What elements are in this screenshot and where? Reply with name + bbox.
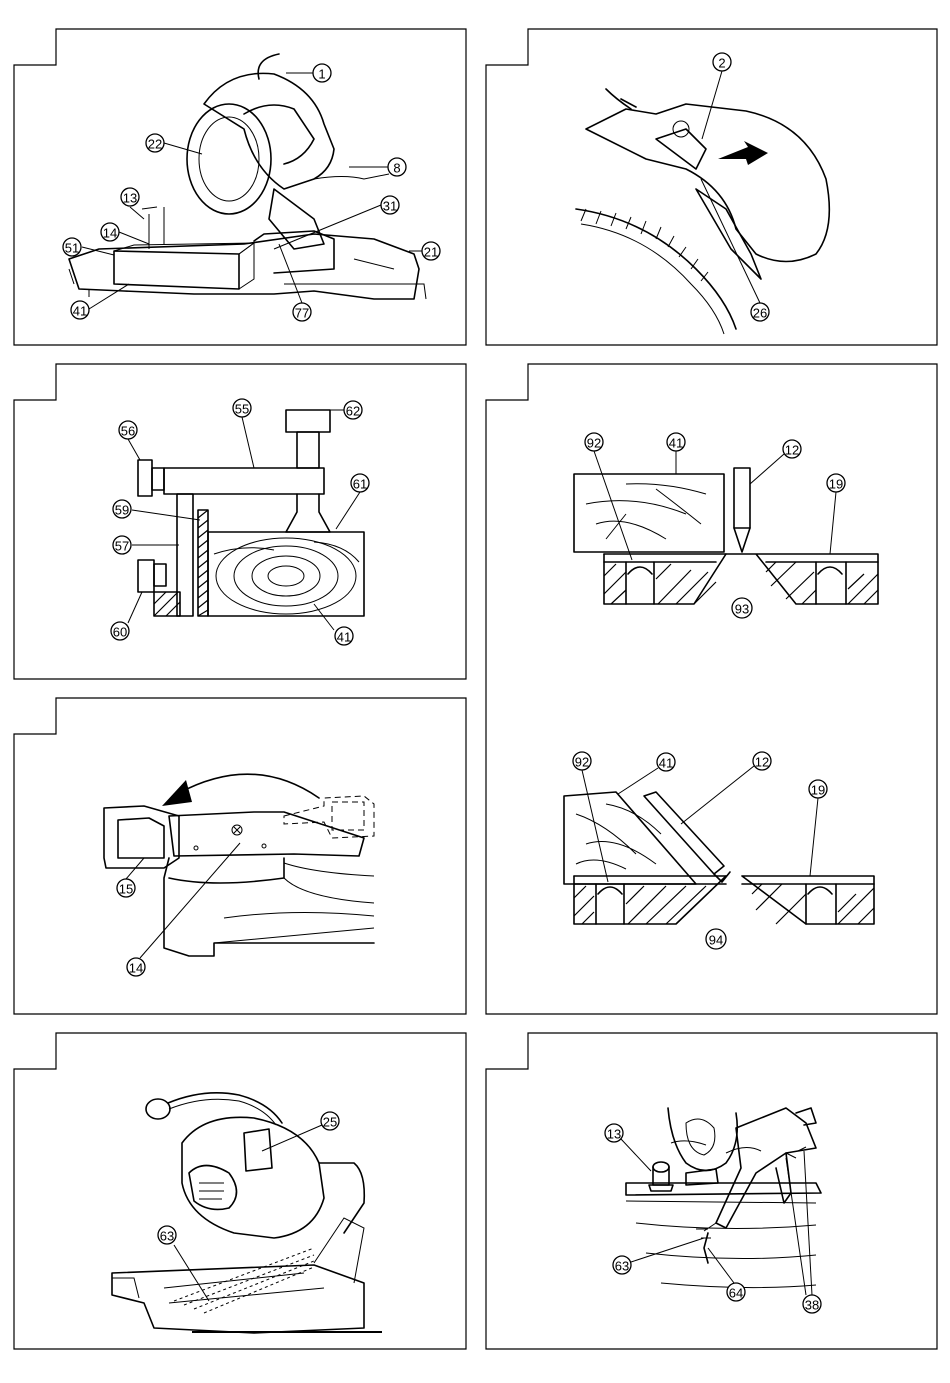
svg-text:2: 2 (718, 56, 725, 71)
svg-text:55: 55 (235, 402, 249, 417)
svg-text:13: 13 (123, 191, 137, 206)
svg-text:26: 26 (753, 306, 767, 321)
callout-77: 77 (279, 244, 311, 321)
svg-text:60: 60 (113, 625, 127, 640)
callout-19-a: 19 (827, 474, 845, 554)
callout-19-b: 19 (809, 780, 827, 876)
figure-6-drawing: 25 63 (14, 1033, 466, 1349)
callout-92-a: 92 (585, 433, 632, 560)
callout-61: 61 (336, 474, 369, 529)
callout-62: 62 (330, 401, 362, 419)
svg-text:92: 92 (575, 755, 589, 770)
svg-text:19: 19 (829, 477, 843, 492)
svg-text:59: 59 (115, 503, 129, 518)
svg-text:63: 63 (615, 1259, 629, 1274)
figure-1-drawing: 1 22 8 13 31 14 51 (14, 29, 466, 345)
svg-text:51: 51 (65, 241, 79, 256)
callout-63: 63 (613, 1238, 704, 1274)
figure-panel-7: 13 63 64 38 (486, 1033, 937, 1349)
callout-14: 14 (101, 223, 149, 244)
svg-text:19: 19 (811, 783, 825, 798)
svg-text:62: 62 (346, 404, 360, 419)
svg-text:1: 1 (318, 67, 325, 82)
svg-text:61: 61 (353, 477, 367, 492)
callout-41-a: 41 (667, 433, 685, 474)
figure-panel-6: 25 63 (14, 1033, 466, 1349)
svg-text:14: 14 (103, 226, 117, 241)
callout-13: 13 (605, 1124, 651, 1171)
callout-57: 57 (113, 536, 179, 554)
figure-5-drawing: 15 14 (14, 698, 466, 1014)
svg-text:41: 41 (337, 630, 351, 645)
svg-text:15: 15 (119, 882, 133, 897)
figure-label-94: 94 (706, 929, 726, 949)
callout-8: 8 (349, 158, 406, 176)
svg-text:93: 93 (735, 602, 749, 617)
callout-12-a: 12 (750, 440, 801, 484)
figure-3-drawing: 55 62 56 61 59 57 60 (14, 364, 466, 679)
svg-text:63: 63 (160, 1229, 174, 1244)
svg-text:14: 14 (129, 961, 143, 976)
figure-2-drawing: 2 26 (486, 29, 937, 345)
svg-text:64: 64 (729, 1286, 743, 1301)
callout-13: 13 (121, 188, 144, 219)
svg-text:13: 13 (607, 1127, 621, 1142)
svg-text:22: 22 (148, 137, 162, 152)
figure-panel-2: 2 26 (486, 29, 937, 345)
callout-26: 26 (701, 179, 769, 321)
callout-56: 56 (119, 421, 140, 460)
svg-text:94: 94 (709, 933, 723, 948)
svg-text:41: 41 (659, 756, 673, 771)
callout-63: 63 (158, 1226, 209, 1301)
callout-60: 60 (111, 592, 142, 640)
callout-38: 38 (786, 1151, 821, 1313)
figure-7-drawing: 13 63 64 38 (486, 1033, 937, 1349)
svg-text:31: 31 (383, 199, 397, 214)
svg-text:21: 21 (424, 245, 438, 260)
svg-text:41: 41 (669, 436, 683, 451)
figure-panel-1: 1 22 8 13 31 14 51 (14, 29, 466, 345)
svg-text:12: 12 (755, 755, 769, 770)
callout-15: 15 (117, 858, 144, 897)
figure-4-drawing: 92 41 12 19 93 92 41 (486, 364, 937, 1014)
figure-label-93: 93 (732, 598, 752, 618)
svg-text:38: 38 (805, 1298, 819, 1313)
callout-1: 1 (286, 64, 331, 82)
callout-59: 59 (113, 500, 200, 520)
callout-21: 21 (409, 242, 440, 260)
svg-text:77: 77 (295, 306, 309, 321)
callout-55: 55 (233, 399, 254, 468)
svg-text:25: 25 (323, 1115, 337, 1130)
figure-panel-4: 92 41 12 19 93 92 41 (486, 364, 937, 1014)
svg-text:56: 56 (121, 424, 135, 439)
figure-panel-5: 15 14 (14, 698, 466, 1014)
callout-22: 22 (146, 134, 202, 154)
callout-41-b: 41 (618, 753, 675, 794)
callout-41: 41 (314, 604, 353, 645)
svg-text:92: 92 (587, 436, 601, 451)
svg-text:41: 41 (73, 304, 87, 319)
figure-panel-3: 55 62 56 61 59 57 60 (14, 364, 466, 679)
callout-64: 64 (708, 1248, 745, 1301)
svg-text:8: 8 (393, 161, 400, 176)
callout-12-b: 12 (681, 752, 771, 824)
svg-text:12: 12 (785, 443, 799, 458)
callout-14: 14 (127, 843, 240, 976)
callout-25: 25 (262, 1112, 339, 1151)
svg-text:57: 57 (115, 539, 129, 554)
callout-2: 2 (702, 53, 731, 139)
